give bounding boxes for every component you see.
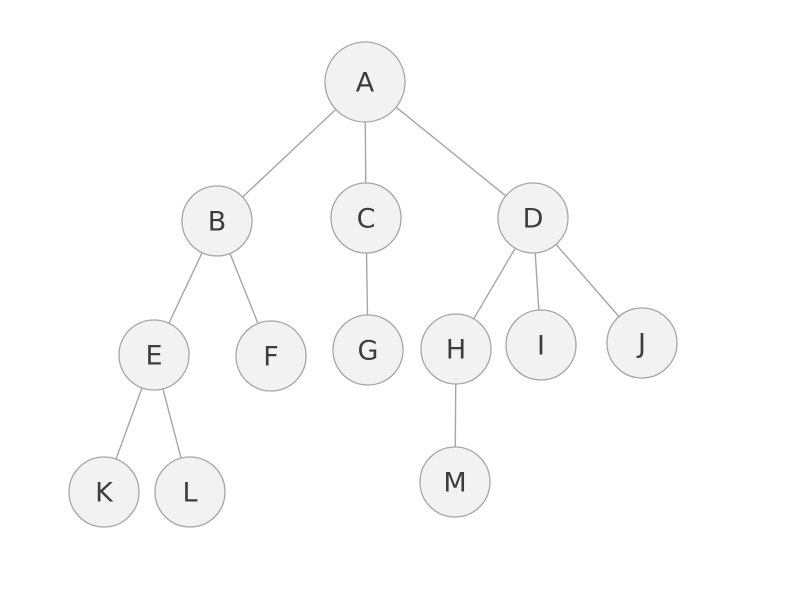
edge-e-k	[115, 387, 143, 460]
node-label: J	[636, 329, 646, 360]
node-circle	[419, 446, 491, 518]
node-k: K	[68, 456, 140, 528]
node-circle	[420, 313, 492, 385]
edge-e-l	[162, 388, 182, 459]
node-label: B	[208, 207, 227, 238]
node-c: C	[330, 182, 402, 254]
node-label: G	[358, 336, 379, 367]
node-circle	[505, 309, 577, 381]
node-circle	[606, 307, 678, 379]
node-circle	[68, 456, 140, 528]
nodes-layer: A B C D E F G H I J K L M	[68, 41, 678, 528]
node-label: L	[182, 478, 197, 509]
edges-layer	[115, 106, 620, 460]
node-i: I	[505, 309, 577, 381]
node-circle	[154, 456, 226, 528]
node-label: K	[95, 478, 114, 509]
node-label: H	[446, 335, 466, 366]
node-circle	[118, 319, 190, 391]
node-label: I	[537, 331, 545, 362]
node-g: G	[332, 314, 404, 386]
node-m: M	[419, 446, 491, 518]
node-j: J	[606, 307, 678, 379]
node-label: D	[523, 204, 544, 235]
edge-b-e	[168, 252, 203, 324]
node-e: E	[118, 319, 190, 391]
edge-a-d	[395, 106, 507, 197]
node-circle	[497, 182, 569, 254]
node-label: M	[443, 468, 466, 499]
node-circle	[181, 185, 253, 257]
node-circle	[332, 314, 404, 386]
edge-b-f	[229, 253, 259, 324]
node-h: H	[420, 313, 492, 385]
node-circle	[330, 182, 402, 254]
edge-d-j	[555, 243, 620, 318]
node-circle	[235, 320, 307, 392]
node-b: B	[181, 185, 253, 257]
edge-d-h	[473, 247, 516, 320]
node-f: F	[235, 320, 307, 392]
node-label: C	[357, 204, 376, 235]
node-d: D	[497, 182, 569, 254]
node-label: F	[263, 342, 279, 373]
edge-d-i	[534, 252, 540, 311]
edge-a-b	[242, 108, 337, 198]
node-label: A	[356, 68, 375, 99]
node-a: A	[324, 41, 406, 123]
edge-c-g	[365, 252, 369, 316]
node-l: L	[154, 456, 226, 528]
node-label: E	[145, 341, 162, 372]
node-circle	[324, 41, 406, 123]
